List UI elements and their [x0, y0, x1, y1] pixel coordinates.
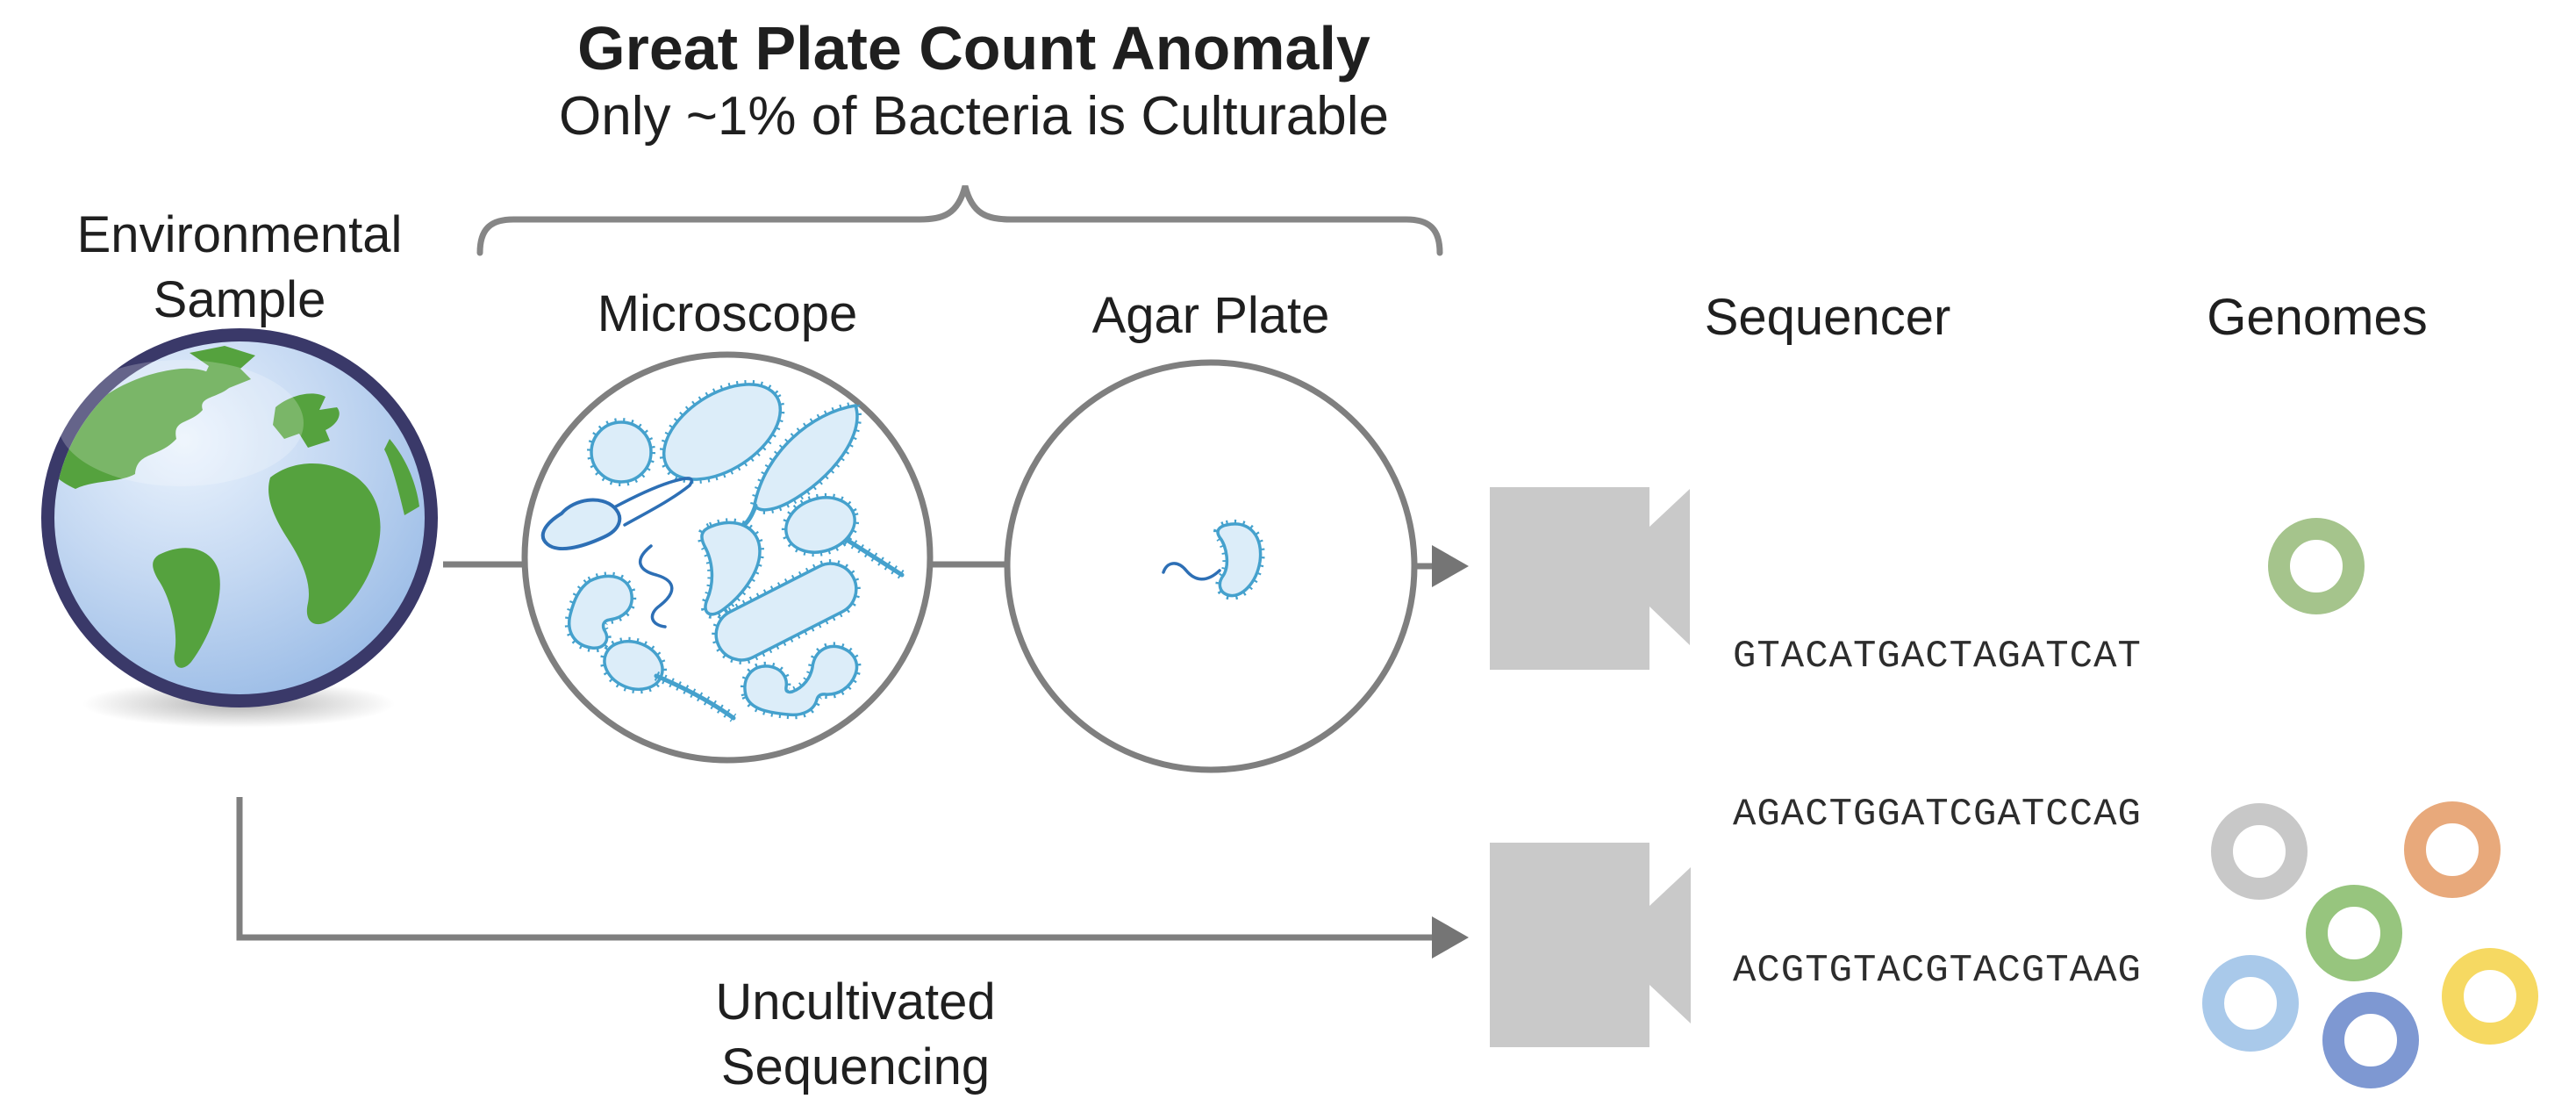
colony-bacterium-shape: [1162, 524, 1261, 596]
bacterium-shape: [540, 365, 905, 722]
sequence-reads-uncultivated: ACGTGTACGTACGTAAG GTACATGACTAGATCAT AGAC…: [1733, 844, 2142, 1106]
arrow-agar-sequencer: [1417, 545, 1469, 587]
genome-ring: [2442, 948, 2538, 1045]
sequence-reads-cultured: GTACATGACTAGATCAT AGACTGGATCGATCCAG: [1733, 525, 2142, 946]
microscope-view: [521, 351, 934, 764]
label-sequencer: Sequencer: [1704, 289, 1951, 346]
agar-plate-view: [1004, 359, 1418, 773]
brace-icon: [476, 185, 1443, 256]
page-subtitle: Only ~1% of Bacteria is Culturable: [559, 86, 1389, 147]
genome-ring: [2268, 518, 2365, 614]
genome-ring: [2306, 885, 2402, 981]
dna-line: GTACATGACTAGATCAT: [1733, 1098, 2142, 1106]
sequencer-icon-uncultivated: [1490, 843, 1691, 1047]
page-title: Great Plate Count Anomaly: [577, 14, 1370, 83]
dna-line: GTACATGACTAGATCAT: [1733, 635, 2142, 679]
dna-line: AGACTGGATCGATCCAG: [1733, 793, 2142, 837]
genome-ring: [2404, 801, 2501, 898]
label-genomes: Genomes: [2207, 289, 2428, 346]
genome-ring: [2322, 992, 2419, 1088]
earth-icon: [41, 328, 438, 707]
genome-ring: [2211, 803, 2308, 900]
title-block: Great Plate Count Anomaly Only ~1% of Ba…: [360, 12, 1588, 149]
label-environmental-sample: Environmental Sample: [76, 206, 403, 328]
dna-line: ACGTGTACGTACGTAAG: [1733, 949, 2142, 993]
label-microscope: Microscope: [597, 285, 858, 342]
sequencer-icon-cultured: [1490, 487, 1690, 670]
label-agar-plate: Agar Plate: [1091, 287, 1330, 344]
label-uncultivated-sequencing: Uncultivated Sequencing: [715, 973, 996, 1095]
genome-ring: [2202, 955, 2299, 1052]
flow-path-uncultivated: [236, 797, 1469, 959]
